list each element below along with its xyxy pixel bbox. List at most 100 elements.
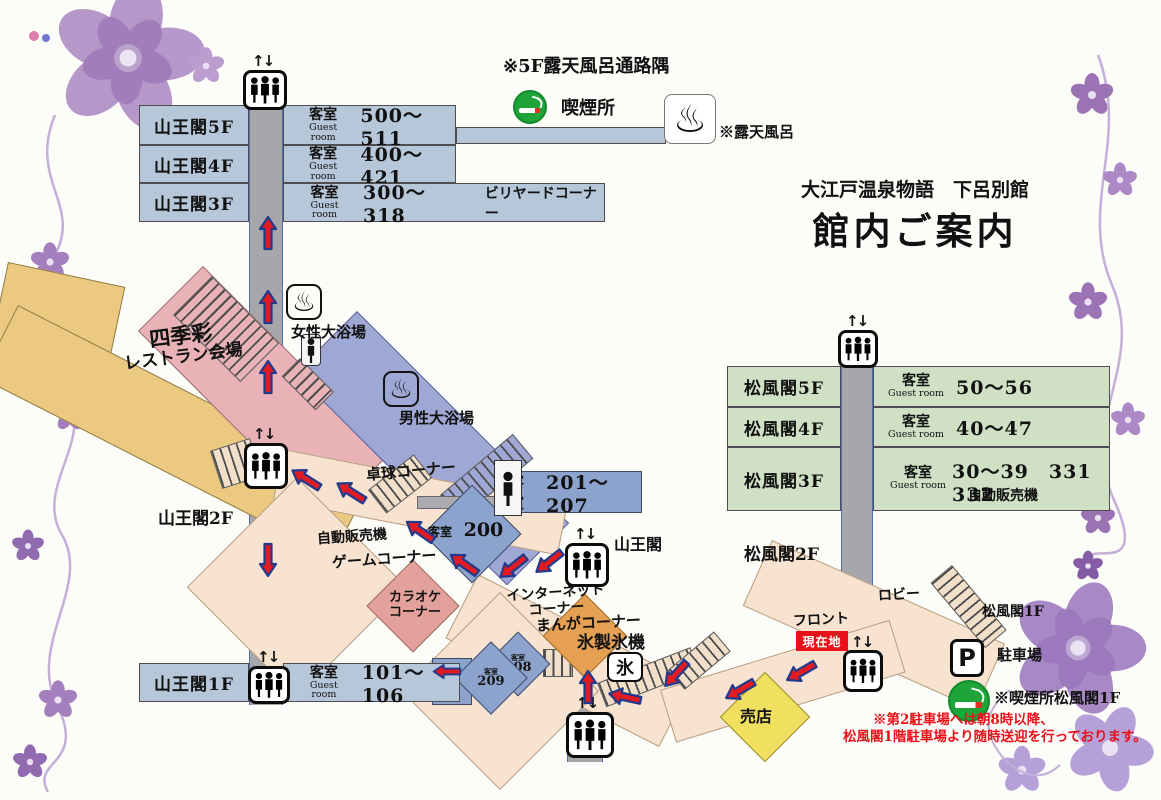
smoking-area-icon (948, 680, 990, 722)
shop-label: 売店 (740, 707, 773, 726)
elevator-updown-arrows: ↑↓ (851, 633, 874, 651)
guest-room-en: Guest room (309, 161, 338, 182)
shofukaku-5f-name: 松風閣5F (744, 379, 824, 399)
elevator-icon (843, 650, 883, 692)
shofukaku-5f-rooms: 客室 Guest room 50〜56 (873, 366, 1110, 407)
elevator-updown-arrows: ↑↓ (574, 525, 597, 543)
sannokaku-4f-labelbar: 山王閣4F (139, 145, 249, 183)
guest-room-label: 客室 (309, 107, 338, 123)
shofukaku-4f-room-range: 40〜47 (956, 417, 1033, 440)
route-arrow (258, 359, 278, 395)
guest-room-label: 客室 (310, 184, 339, 201)
guest-room-en: Guest room (888, 388, 945, 400)
guest-room-label: 客室 (309, 146, 338, 162)
route-arrow (405, 520, 437, 545)
vending-label: 自動販売機 (316, 526, 388, 548)
sannokaku-1f-room-range: 101〜106 (361, 662, 425, 707)
open-air-bath-icon: ♨ (664, 94, 716, 144)
guest-room-label: 客室 (904, 465, 933, 481)
brand-title: 大江戸温泉物語 下呂別館 (800, 179, 1029, 201)
current-location-text: 現在地 (802, 634, 842, 649)
shofukaku-3f-labelbar: 松風閣3F (727, 447, 841, 511)
shofukaku-4f-name: 松風閣4F (744, 419, 824, 440)
male-bath-onsen-icon: ♨ (383, 371, 419, 407)
elevator-icon (565, 543, 609, 587)
shofukaku-4f-rooms: 客室 Guest room 40〜47 (873, 407, 1110, 447)
sannokaku-2f-label: 山王閣2F (158, 509, 233, 529)
route-arrow (291, 468, 323, 492)
guest-room-label: 客室 (902, 373, 931, 390)
elevator-updown-arrows: ↑↓ (257, 648, 280, 666)
onsen-glyph: ♨ (672, 97, 708, 141)
shofukaku-5f-room-range: 50〜56 (956, 377, 1033, 399)
shofukaku-1f-label: 松風閣1F (982, 604, 1044, 620)
karaoke-corner-label: カラオケ コーナー (375, 590, 455, 621)
person-icon (494, 460, 522, 516)
route-arrow (608, 687, 643, 706)
parking-p-glyph: P (958, 644, 976, 672)
karaoke-line2: コーナー (388, 604, 441, 620)
guest-room-label: 客室 (902, 413, 931, 430)
shuttle-note-line1: ※第2駐車場へは朝8時以降、 (873, 712, 1054, 728)
smoking-area-icon (513, 90, 547, 124)
route-arrow (786, 659, 818, 683)
rooftop-smoking-note: ※5F露天風呂通路隅 (503, 56, 670, 77)
person-icon (301, 334, 321, 366)
route-arrow (432, 663, 462, 680)
page-title: 館内ご案内 (812, 209, 1018, 253)
sannokaku-3f-room-range: 300〜318 (363, 182, 426, 227)
sannokaku-5f-name: 山王閣5F (154, 117, 234, 138)
karaoke-line1: カラオケ (388, 590, 441, 605)
elevator-icon (566, 712, 614, 758)
elevator-updown-arrows: ↑↓ (846, 312, 869, 330)
onsen-glyph: ♨ (388, 373, 414, 405)
shofukaku-elevator-shaft (841, 366, 873, 594)
sannokaku-5f-labelbar: 山王閣5F (139, 105, 249, 145)
smoking-shofukaku-note: ※喫煙所松風閣1F (994, 689, 1121, 707)
rooms-201-207-block: 客室 201〜207 (508, 471, 642, 517)
sannokaku-4f-rooms: 客室 Guest room 400〜421 (283, 144, 456, 189)
shofukaku-3f-vending-label: 自動販売機 (968, 488, 1038, 504)
route-arrow (725, 677, 757, 701)
sannokaku-3f-rooms: 客室 Guest room 300〜318 ビリヤードコーナー (283, 182, 605, 227)
shofukaku-3f-rooms: 客室 Guest room 30〜39 331 332 自動販売機 (873, 447, 1111, 511)
sannokaku-1f-name: 山王閣1F (154, 675, 234, 695)
elevator-updown-arrows: ↑↓ (253, 425, 276, 443)
ice-machine-icon: 氷 (607, 652, 643, 682)
5f-rooftop-corridor (456, 127, 666, 144)
room-200-number: 200 (463, 519, 504, 541)
shofukaku-3f-name: 松風閣3F (744, 471, 824, 492)
room-209-number: 209 (477, 674, 505, 689)
route-arrow (535, 548, 565, 573)
elevator-icon (244, 443, 288, 489)
open-air-bath-label: ※露天風呂 (719, 123, 795, 141)
route-arrow (578, 669, 598, 705)
route-arrow (449, 553, 481, 578)
route-arrow (258, 542, 278, 578)
ice-glyph: 氷 (616, 658, 634, 679)
shofukaku-2f-label: 松風閣2F (744, 545, 819, 565)
lobby-label: ロビー (877, 585, 921, 605)
room-209-label: 客室 209 (466, 653, 516, 703)
elevator-icon (248, 666, 290, 704)
guest-room-en: Guest room (888, 428, 945, 440)
elevator-icon (243, 70, 287, 110)
guest-room-en: Guest room (309, 122, 338, 143)
guest-room-en: Guest room (890, 480, 947, 491)
shuttle-note-line2: 松風閣1階駐車場より随時送迎を行っております。 (843, 729, 1147, 745)
female-bath-onsen-icon: ♨ (286, 284, 322, 320)
parking-icon: P (950, 639, 984, 677)
elevator-icon (838, 330, 878, 368)
route-arrow (499, 553, 529, 578)
manga-corner-label: まんがコーナー (535, 611, 642, 635)
sannokaku-3f-labelbar: 山王閣3F (139, 183, 249, 222)
sannokaku-1f-rooms: 客室 Guest room 101〜106 (283, 662, 460, 707)
rooms-201-207-number: 201〜207 (546, 471, 609, 517)
guest-room-en: Guest room (310, 199, 339, 220)
guest-room-label: 客室 (309, 664, 338, 681)
sannokaku-4f-name: 山王閣4F (154, 156, 234, 177)
current-location-badge: 現在地 (796, 631, 848, 651)
sannokaku-1f-labelbar: 山王閣1F (139, 663, 249, 702)
sannokaku-3f-name: 山王閣3F (154, 195, 234, 215)
